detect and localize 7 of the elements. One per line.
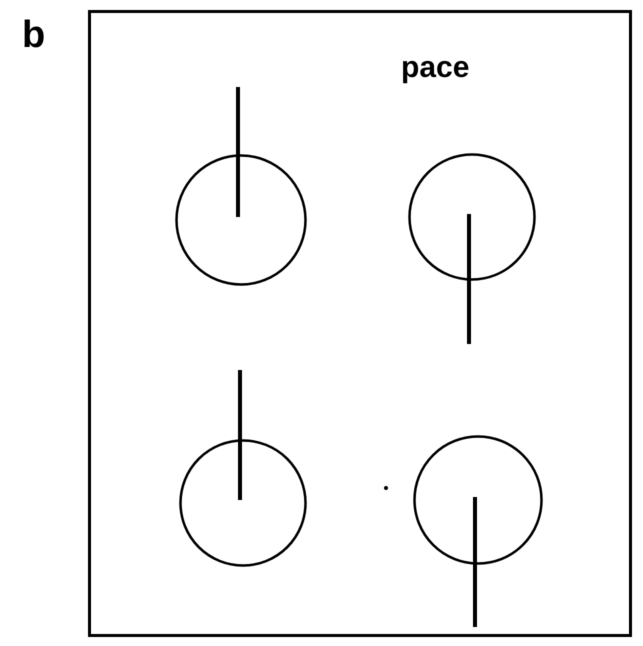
panel-frame [88, 10, 632, 637]
circle [179, 439, 307, 567]
panel-title: pace [401, 51, 470, 84]
panel-letter: b [22, 14, 46, 57]
circle [408, 153, 536, 281]
circle [175, 154, 307, 286]
circle [413, 435, 543, 565]
